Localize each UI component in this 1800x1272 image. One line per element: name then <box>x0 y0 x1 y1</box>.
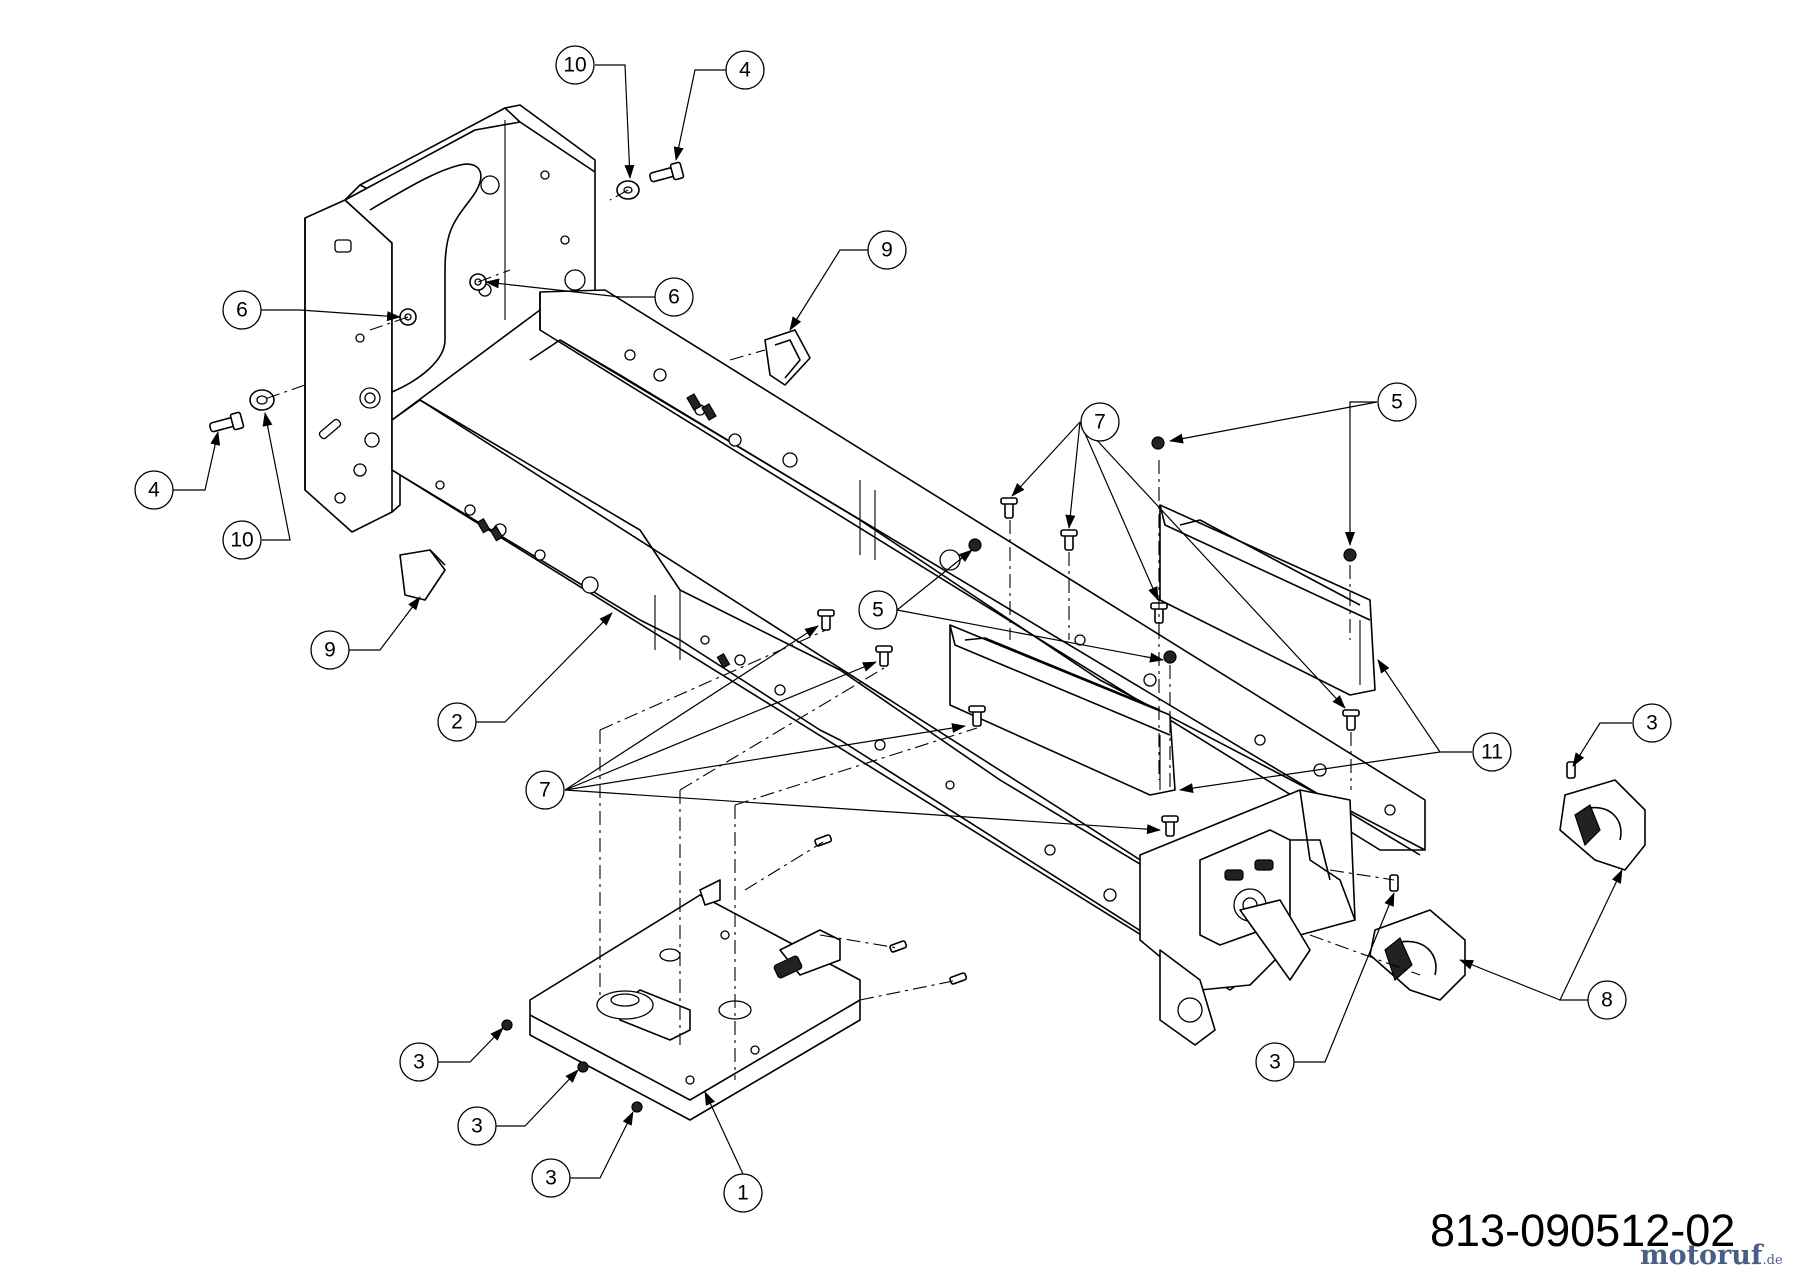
callout-9-left: 9 <box>310 596 421 670</box>
svg-text:5: 5 <box>872 599 884 622</box>
svg-text:1: 1 <box>737 1182 749 1205</box>
svg-text:8: 8 <box>1601 989 1613 1012</box>
callout-8: 8 <box>1459 869 1627 1020</box>
callout-7-right: 7 <box>1011 402 1346 709</box>
screw <box>949 972 968 985</box>
svg-text:6: 6 <box>668 286 680 309</box>
svg-text:9: 9 <box>324 639 336 662</box>
rivet-nut-lower <box>1163 650 1177 664</box>
svg-text:2: 2 <box>451 711 463 734</box>
callouts: 10 4 9 6 6 4 <box>134 45 1672 1213</box>
callout-6-left: 6 <box>222 290 401 330</box>
bolt-left <box>209 411 245 433</box>
callout-9-top: 9 <box>789 230 907 331</box>
svg-text:3: 3 <box>1646 712 1658 735</box>
svg-text:10: 10 <box>563 54 586 77</box>
callout-4-left: 4 <box>134 431 221 510</box>
screw <box>814 834 833 847</box>
screw <box>1060 529 1078 551</box>
drawing-number: 813-090512-02 <box>1430 1205 1736 1256</box>
svg-text:9: 9 <box>881 239 893 262</box>
callout-10-top: 10 <box>555 45 635 179</box>
front-fork <box>1159 899 1311 1046</box>
screw <box>1000 497 1018 519</box>
callout-2: 2 <box>437 612 613 742</box>
screw <box>1161 815 1179 837</box>
screw <box>889 940 908 953</box>
callout-5-middle: 5 <box>858 549 1164 663</box>
callout-3-right-top: 3 <box>1572 703 1672 767</box>
screw <box>1389 874 1399 892</box>
wheel-guard-left <box>1369 909 1466 1001</box>
bolt-top <box>649 161 685 183</box>
svg-text:3: 3 <box>1269 1051 1281 1074</box>
svg-text:3: 3 <box>413 1051 425 1074</box>
watermark-tld: .de <box>1762 1253 1783 1268</box>
svg-text:7: 7 <box>1094 411 1106 434</box>
screw <box>1342 709 1360 731</box>
svg-text:11: 11 <box>1481 741 1503 764</box>
callout-6-right: 6 <box>485 277 694 317</box>
svg-text:4: 4 <box>739 59 751 82</box>
screw <box>817 609 835 631</box>
screw <box>968 705 986 727</box>
watermark-logo: motoruf.de <box>1640 1240 1783 1271</box>
wheel-guard-right <box>1559 779 1646 871</box>
callout-1: 1 <box>704 1091 763 1213</box>
cap-left <box>399 549 446 601</box>
rivet-nut-mid-right <box>1343 548 1357 562</box>
svg-text:4: 4 <box>148 479 160 502</box>
callout-3-bottom-right: 3 <box>1255 892 1395 1082</box>
bottom-plate <box>529 879 861 1121</box>
frame-assembly <box>304 104 1426 1046</box>
cross-brace-lower <box>949 624 1176 796</box>
cross-brace-upper <box>1159 504 1376 696</box>
svg-text:7: 7 <box>539 779 551 802</box>
callout-4-top: 4 <box>673 50 765 161</box>
callout-11: 11 <box>1179 659 1512 794</box>
svg-text:3: 3 <box>545 1167 557 1190</box>
callout-10-left: 10 <box>222 412 291 560</box>
callout-3-left-3: 3 <box>531 1111 634 1198</box>
svg-text:6: 6 <box>236 299 248 322</box>
svg-text:3: 3 <box>471 1115 483 1138</box>
screws-3 <box>501 761 1576 1113</box>
screws-7 <box>817 497 1360 837</box>
spacer-left <box>249 389 275 411</box>
cap-right <box>764 329 811 386</box>
callout-3-left-1: 3 <box>399 1027 504 1082</box>
callout-5-right: 5 <box>1169 382 1417 546</box>
callout-3-left-2: 3 <box>457 1069 579 1146</box>
svg-text:5: 5 <box>1391 391 1403 414</box>
watermark-text: motoruf <box>1640 1240 1763 1271</box>
svg-text:10: 10 <box>230 529 253 552</box>
rear-left-plate <box>304 184 401 533</box>
rivet-nut-mid <box>968 538 982 552</box>
rivet-nut-top <box>1151 436 1165 450</box>
screw <box>875 645 893 667</box>
callout-7-left: 7 <box>525 625 1161 835</box>
assembly-center-lines <box>261 189 1421 1080</box>
